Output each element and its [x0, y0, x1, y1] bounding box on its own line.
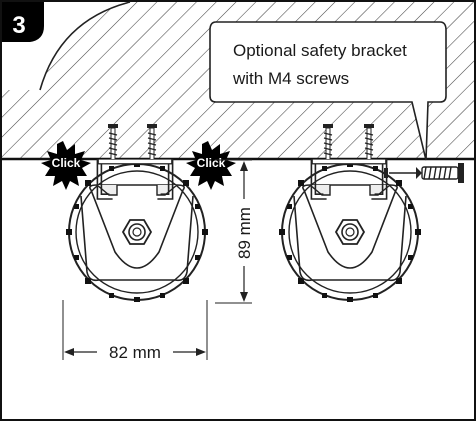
width-dimension-label: 82 mm — [109, 343, 161, 362]
motor-end-cap-icon — [65, 162, 209, 302]
callout-box: Optional safety bracket with M4 screws — [209, 21, 447, 161]
callout-line-2: with M4 screws — [232, 69, 349, 88]
click-badge-left: Click — [41, 141, 91, 190]
click-label-right: Click — [197, 156, 226, 170]
callout-line-1: Optional safety bracket — [233, 41, 407, 60]
height-dimension: 89 mm — [215, 159, 254, 304]
motor-end-cap-icon — [278, 162, 422, 302]
step-number-badge: 3 — [2, 2, 44, 42]
click-label-left: Click — [52, 156, 81, 170]
width-dimension: 82 mm — [62, 300, 208, 362]
step-number: 3 — [12, 12, 25, 39]
safety-screw — [384, 163, 464, 183]
height-dimension-label: 89 mm — [235, 207, 254, 259]
